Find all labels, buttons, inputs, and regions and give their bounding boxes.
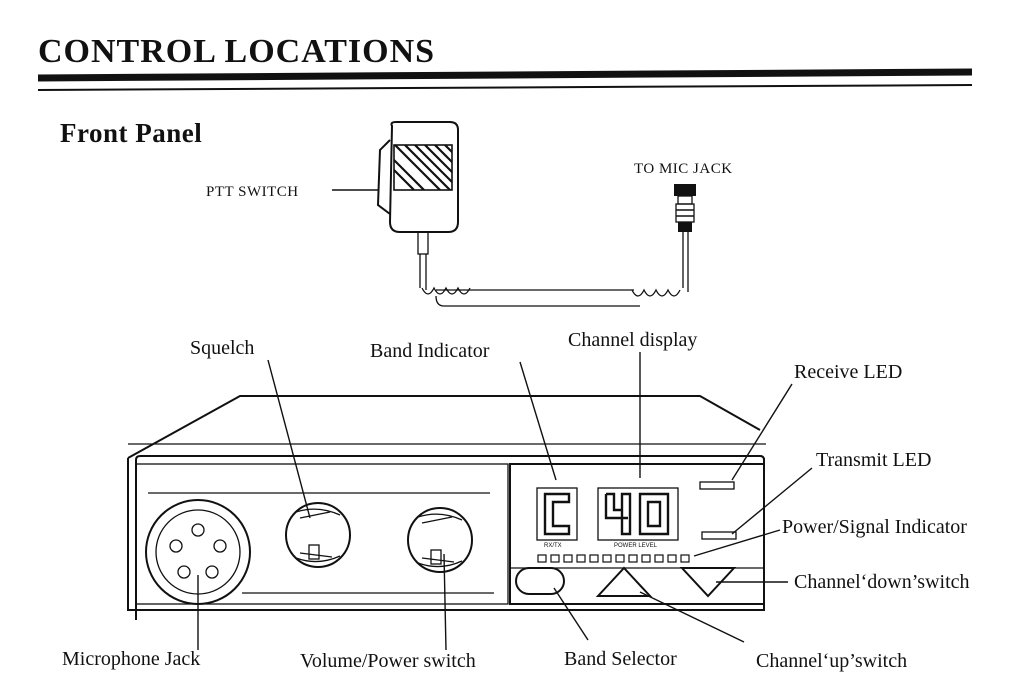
rx-tx-label: RX/TX — [544, 543, 562, 549]
title-rule-thin — [37, 84, 973, 91]
volume-power-label: Volume/Power switch — [300, 650, 476, 672]
band-indicator-label: Band Indicator — [370, 340, 490, 362]
signal-segment — [654, 554, 664, 563]
coiled-cord — [421, 232, 689, 307]
signal-segment — [563, 554, 573, 563]
channel-digits — [604, 492, 670, 536]
band-indicator-digit — [543, 492, 571, 536]
signal-segment — [537, 554, 547, 563]
microphone-illustration — [376, 121, 696, 307]
display-panel: RX/TX POWER LEVEL — [509, 463, 765, 605]
signal-segment — [667, 554, 677, 563]
section-title: Front Panel — [60, 118, 202, 148]
transmit-led-label: Transmit LED — [816, 449, 931, 471]
callout-leaders — [197, 352, 813, 651]
power-signal-segments — [537, 554, 690, 563]
channel-display-window — [597, 487, 679, 541]
mic-plug — [674, 184, 696, 232]
receive-led — [699, 481, 735, 490]
signal-segment — [628, 554, 638, 563]
squelch-knob — [285, 502, 351, 568]
microphone-grille — [393, 144, 453, 191]
channel-display-label: Channel display — [568, 329, 697, 351]
channel-up-label: Channel‘up’switch — [756, 650, 907, 672]
signal-segment — [550, 554, 560, 563]
band-indicator-window — [536, 487, 578, 541]
mic-jack-cable-label: TO MIC JACK — [634, 161, 733, 177]
title-rule-thick — [37, 68, 973, 82]
transmit-led — [701, 531, 737, 540]
channel-down-label: Channel‘down’switch — [794, 571, 970, 593]
signal-segment — [680, 554, 690, 563]
microphone-jack — [145, 499, 251, 605]
signal-segment — [602, 554, 612, 563]
band-selector-button[interactable] — [515, 567, 565, 595]
cb-radio-body — [127, 395, 766, 620]
receive-led-label: Receive LED — [794, 361, 902, 383]
volume-power-knob — [407, 507, 473, 573]
signal-segment — [576, 554, 586, 563]
page-title: CONTROL LOCATIONS — [38, 33, 435, 70]
microphone-jack-label: Microphone Jack — [62, 648, 200, 670]
squelch-label: Squelch — [190, 337, 254, 359]
band-selector-label: Band Selector — [564, 648, 677, 670]
power-level-label: POWER LEVEL — [614, 543, 658, 549]
signal-segment — [615, 554, 625, 563]
signal-segment — [589, 554, 599, 563]
power-signal-label: Power/Signal Indicator — [782, 516, 967, 538]
signal-segment — [641, 554, 651, 563]
channel-up-button[interactable] — [595, 566, 653, 597]
ptt-switch-label: PTT SWITCH — [206, 184, 299, 200]
